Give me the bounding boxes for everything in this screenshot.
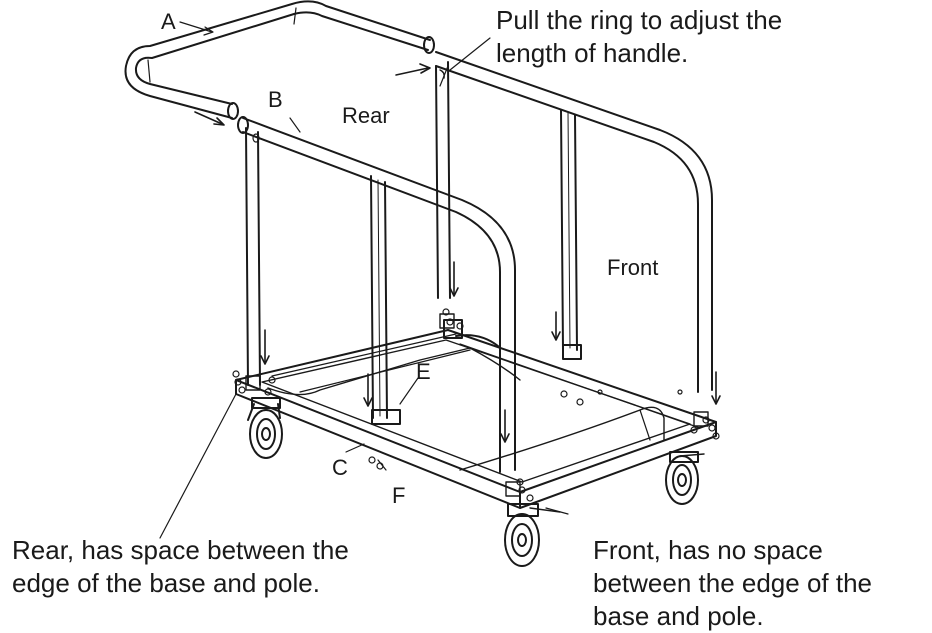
assembly-arrows xyxy=(194,63,721,443)
leader-lines xyxy=(159,21,569,539)
note-rear-space: Rear, has space between the edge of the … xyxy=(12,535,349,598)
label-front: Front xyxy=(607,255,659,280)
frame-b xyxy=(237,116,516,473)
label-f: F xyxy=(392,483,406,508)
label-b: B xyxy=(268,87,283,112)
base-c xyxy=(232,308,720,509)
label-rear: Rear xyxy=(342,103,390,128)
label-e: E xyxy=(416,359,431,384)
wheels xyxy=(247,397,705,567)
frame-rear xyxy=(435,51,713,393)
wheel-rear-left xyxy=(247,397,283,459)
handle-a xyxy=(124,0,435,120)
note-front-space: Front, has no space between the edge of … xyxy=(593,535,873,631)
wheel-rear-right xyxy=(665,451,705,505)
label-c: C xyxy=(332,455,348,480)
wheel-front-left xyxy=(504,503,561,567)
label-a: A xyxy=(161,9,176,34)
note-ring: Pull the ring to adjust the length of ha… xyxy=(496,5,783,68)
